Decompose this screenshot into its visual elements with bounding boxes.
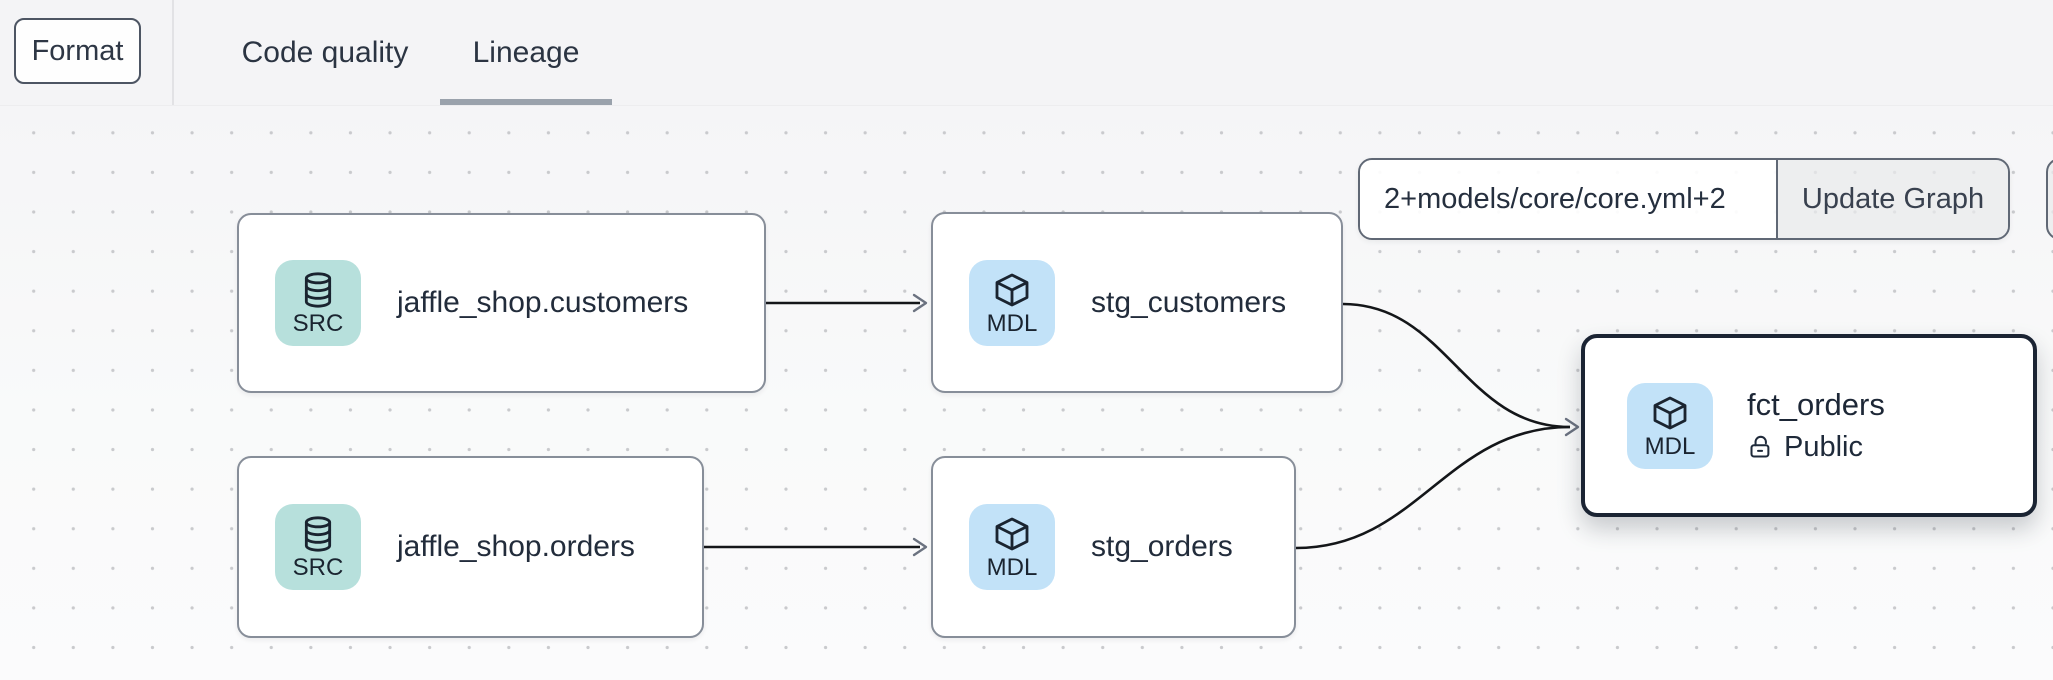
model-badge: MDL (1627, 382, 1713, 469)
node-jaffle-shop-customers[interactable]: SRC jaffle_shop.customers (237, 213, 766, 393)
node-stg-customers[interactable]: MDL stg_customers (931, 212, 1343, 393)
node-fct-orders[interactable]: MDL fct_orders Public (1581, 334, 2037, 517)
editor-header: Format Code quality Lineage (0, 0, 2053, 106)
tab-code-quality[interactable]: Code quality (241, 35, 409, 69)
format-button[interactable]: Format (14, 18, 141, 84)
node-type-label: SRC (292, 310, 344, 337)
selector-input[interactable] (1360, 160, 1776, 238)
source-badge: SRC (275, 260, 361, 346)
header-divider (172, 0, 174, 105)
node-type-label: MDL (1644, 432, 1696, 460)
database-icon (304, 516, 332, 552)
node-label: stg_customers (1091, 285, 1287, 319)
node-stg-orders[interactable]: MDL stg_orders (931, 456, 1296, 638)
model-badge: MDL (969, 259, 1055, 346)
node-type-label: MDL (986, 554, 1038, 581)
tab-lineage[interactable]: Lineage (472, 35, 580, 69)
source-badge: SRC (275, 504, 361, 590)
node-label: jaffle_shop.customers (397, 286, 689, 319)
clipped-right-button[interactable] (2046, 158, 2053, 240)
unlock-icon (1750, 435, 1770, 458)
graph-selector-group: Update Graph (1358, 158, 2010, 240)
node-label: jaffle_shop.orders (397, 530, 635, 563)
visibility-row: Public (1747, 431, 1885, 464)
cube-icon (995, 517, 1029, 551)
node-label: stg_orders (1091, 530, 1233, 563)
node-type-label: MDL (986, 309, 1038, 337)
visibility-label: Public (1784, 431, 1863, 463)
cube-icon (995, 273, 1029, 306)
cube-icon (1653, 396, 1687, 429)
active-tab-indicator (440, 99, 612, 105)
node-type-label: SRC (292, 554, 344, 581)
update-graph-button[interactable]: Update Graph (1776, 160, 2008, 238)
node-jaffle-shop-orders[interactable]: SRC jaffle_shop.orders (237, 456, 704, 638)
model-badge: MDL (969, 504, 1055, 590)
node-label: fct_orders (1747, 387, 1885, 422)
database-icon (304, 272, 332, 308)
